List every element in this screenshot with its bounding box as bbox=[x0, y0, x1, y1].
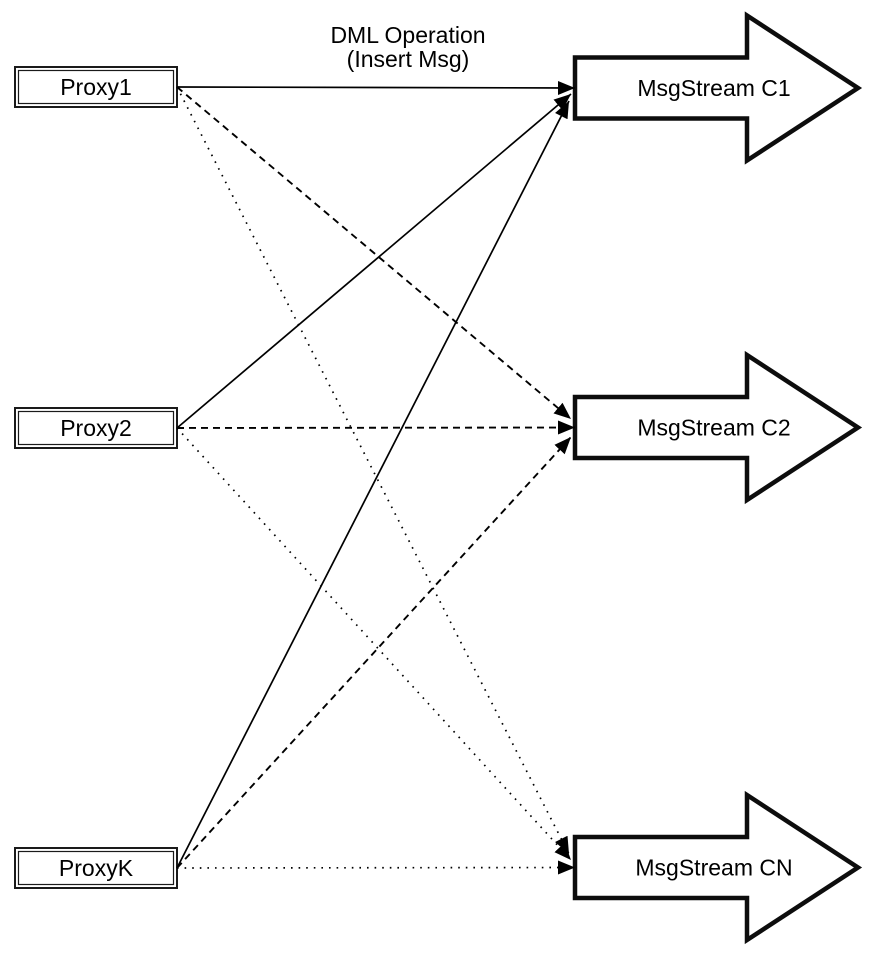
msgstream-c2-label: MsgStream C2 bbox=[637, 415, 790, 441]
proxyk-box-inner-border bbox=[17, 850, 175, 886]
node-proxy1 bbox=[14, 66, 178, 108]
msgstream-cn-label: MsgStream CN bbox=[635, 855, 792, 881]
edge-proxyk-to-msgstream-cn bbox=[176, 860, 576, 875]
msgstream-cn-arrow-shape bbox=[572, 790, 863, 945]
node-msgstream-c2 bbox=[572, 350, 863, 505]
proxy2-box-inner-border bbox=[17, 410, 175, 446]
edge-proxy2-to-msgstream-c1 bbox=[176, 93, 572, 429]
edge-proxy1-to-msgstream-cn bbox=[176, 86, 570, 855]
proxy2-label: Proxy2 bbox=[60, 415, 132, 441]
edge-proxy2-to-msgstream-cn bbox=[176, 427, 572, 861]
edge-label-line2: (Insert Msg) bbox=[347, 46, 470, 72]
edge-proxy2-to-msgstream-c2 bbox=[176, 420, 576, 435]
msgstream-c1-arrow-shape bbox=[572, 11, 863, 165]
proxy1-label: Proxy1 bbox=[60, 74, 132, 100]
node-msgstream-c1 bbox=[572, 11, 863, 165]
msgstream-c1-label: MsgStream C1 bbox=[637, 75, 790, 101]
proxy1-box-inner-border bbox=[17, 69, 175, 105]
node-proxyk bbox=[14, 847, 178, 889]
edge-proxy1-to-msgstream-c1 bbox=[176, 80, 576, 95]
proxy2-box bbox=[14, 407, 178, 449]
proxy1-box bbox=[14, 66, 178, 108]
node-proxy2 bbox=[14, 407, 178, 449]
proxyk-label: ProxyK bbox=[59, 855, 134, 881]
edge-proxy1-to-msgstream-c2 bbox=[176, 86, 572, 420]
edge-label-line1: DML Operation bbox=[330, 22, 485, 48]
edge-proxyk-to-msgstream-c1 bbox=[176, 100, 570, 869]
msgstream-c2-arrow-shape bbox=[572, 350, 863, 505]
proxyk-box bbox=[14, 847, 178, 889]
node-msgstream-cn bbox=[572, 790, 863, 945]
edge-proxyk-to-msgstream-c2 bbox=[176, 436, 572, 869]
